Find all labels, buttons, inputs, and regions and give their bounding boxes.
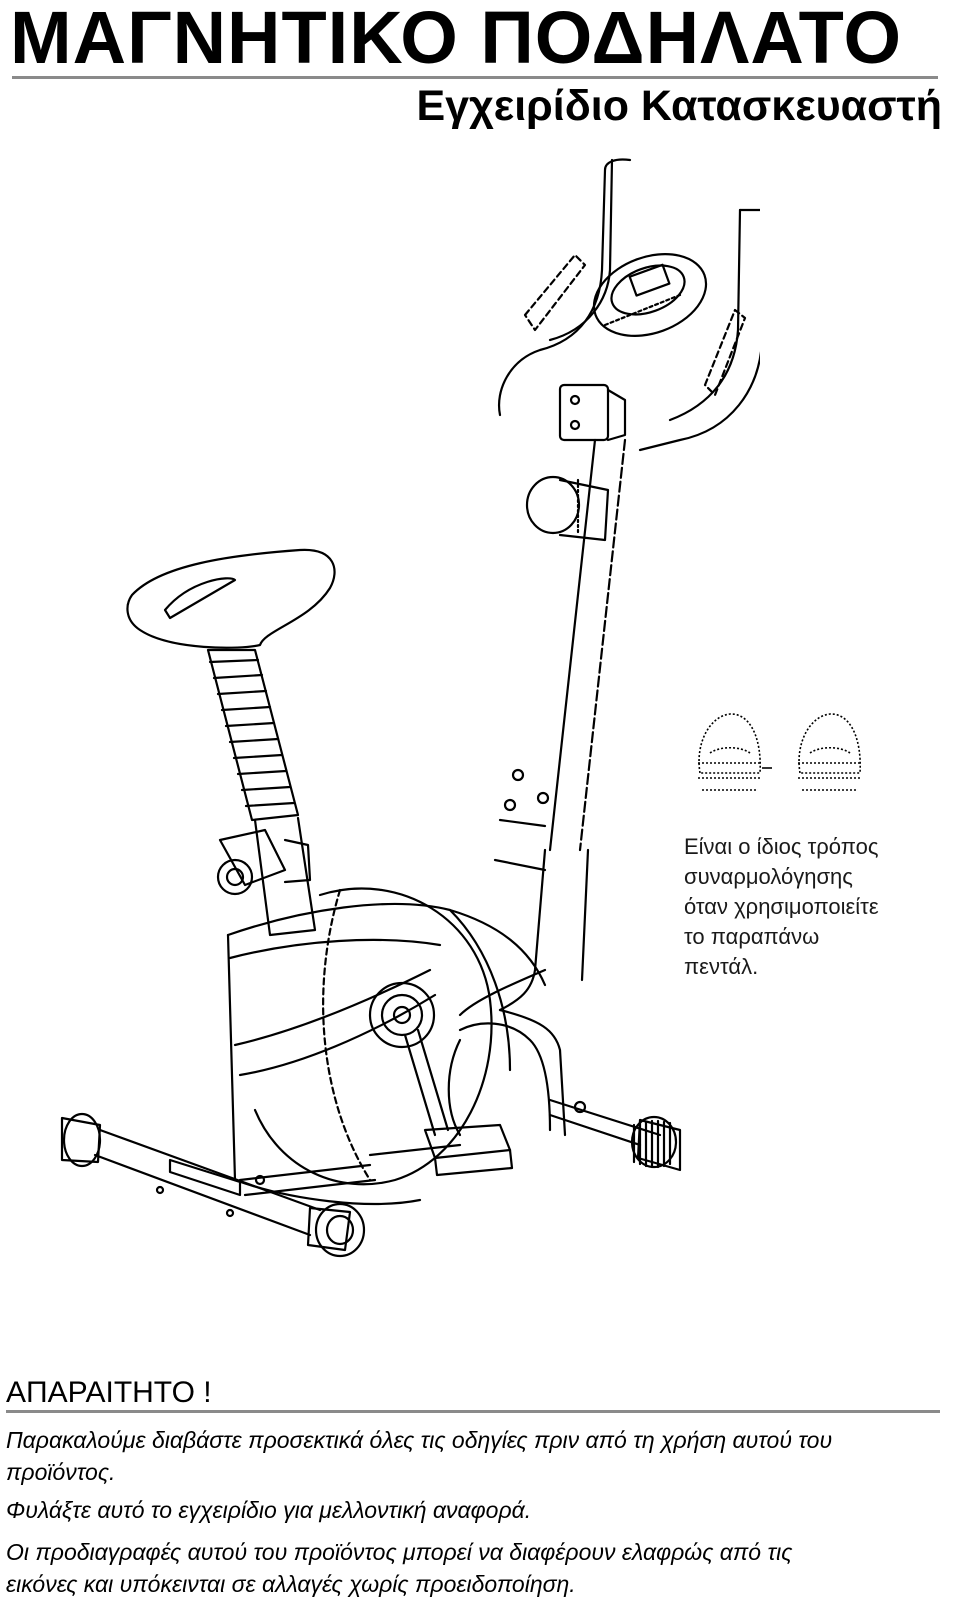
pedal-note-line: πεντάλ.: [684, 954, 759, 979]
pedal-note-line: όταν χρησιμοποιείτε: [684, 894, 879, 919]
pedal-note-line: Είναι ο ίδιος τρόπος: [684, 834, 879, 859]
pedal-note-line: το παραπάνω: [684, 924, 820, 949]
exercise-bike-illustration: [60, 158, 760, 1258]
read-instructions-line: προϊόντος.: [6, 1459, 116, 1485]
specifications-note: Οι προδιαγραφές αυτού του προϊόντος μπορ…: [6, 1536, 956, 1600]
title-divider: [12, 76, 938, 79]
keep-manual-note: Φυλάξτε αυτό το εγχειρίδιο για μελλοντικ…: [6, 1497, 532, 1523]
read-instructions-note: Παρακαλούμε διαβάστε προσεκτικά όλες τις…: [6, 1424, 956, 1488]
pedal-sketches: [698, 713, 862, 791]
document-title: ΜΑΓΝΗΤΙΚΟ ΠΟΔΗΛΑΤΟ: [10, 0, 903, 79]
specifications-line: εικόνες και υπόκεινται σε αλλαγές χωρίς …: [6, 1571, 576, 1597]
pedal-note-line: συναρμολόγησης: [684, 864, 853, 889]
notice-divider: [6, 1410, 940, 1413]
specifications-line: Οι προδιαγραφές αυτού του προϊόντος μπορ…: [6, 1539, 793, 1565]
pedal-assembly-note: Είναι ο ίδιος τρόπος συναρμολόγησης όταν…: [684, 832, 934, 982]
read-instructions-line: Παρακαλούμε διαβάστε προσεκτικά όλες τις…: [6, 1427, 833, 1453]
important-heading: ΑΠΑΡΑΙΤΗΤΟ !: [6, 1376, 212, 1409]
document-subtitle: Εγχειρίδιο Κατασκευαστή: [416, 82, 942, 130]
